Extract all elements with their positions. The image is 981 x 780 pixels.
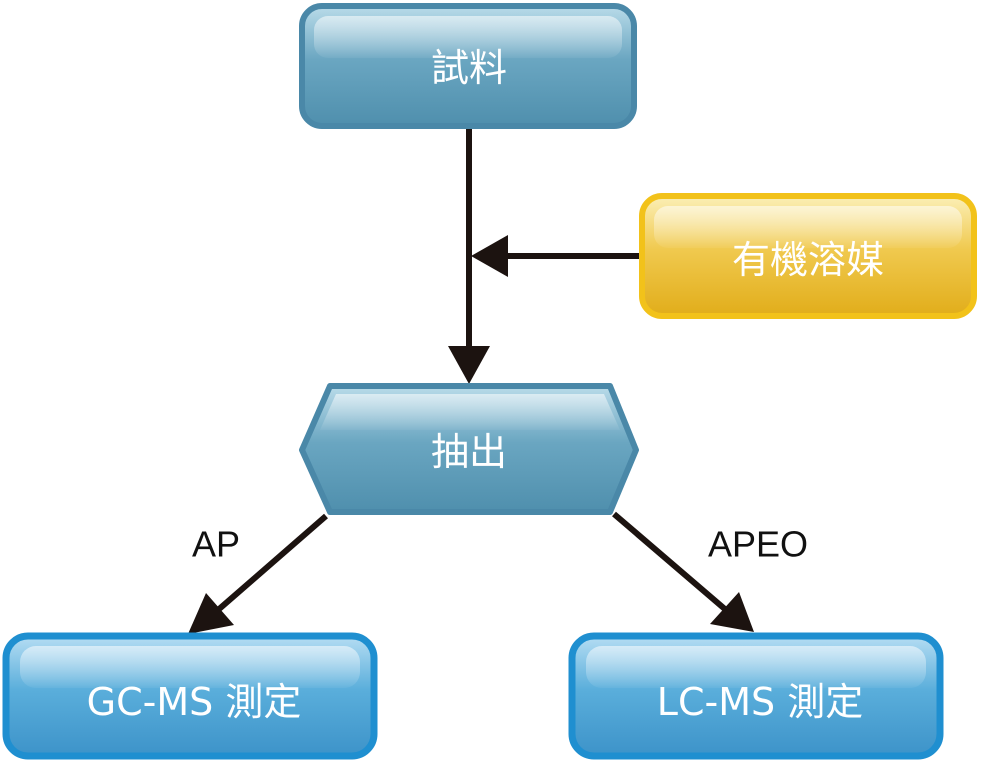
- node-solvent: 有機溶媒: [639, 193, 977, 319]
- edge-extraction-to-gcms: [216, 513, 328, 613]
- arrowhead-left-icon: [471, 235, 508, 277]
- edge-extraction-to-lcms: [612, 511, 728, 613]
- node-sample: 試料: [299, 3, 637, 129]
- arrowhead-down-left-icon: [188, 593, 234, 634]
- arrowhead-down-icon: [448, 346, 490, 384]
- node-lcms: LC-MS 測定: [568, 632, 944, 760]
- edge-label-ap: AP: [192, 524, 240, 565]
- node-gcms-label: GC-MS 測定: [87, 680, 302, 724]
- node-extraction-label: 抽出: [431, 430, 507, 474]
- node-gcms: GC-MS 測定: [2, 632, 378, 760]
- node-lcms-label: LC-MS 測定: [657, 680, 863, 724]
- node-solvent-label: 有機溶媒: [732, 238, 884, 282]
- arrows: [188, 128, 754, 634]
- edge-label-apeo: APEO: [708, 524, 808, 565]
- node-extraction: 抽出: [299, 383, 639, 515]
- arrowhead-down-right-icon: [710, 592, 754, 632]
- node-sample-label: 試料: [431, 46, 507, 90]
